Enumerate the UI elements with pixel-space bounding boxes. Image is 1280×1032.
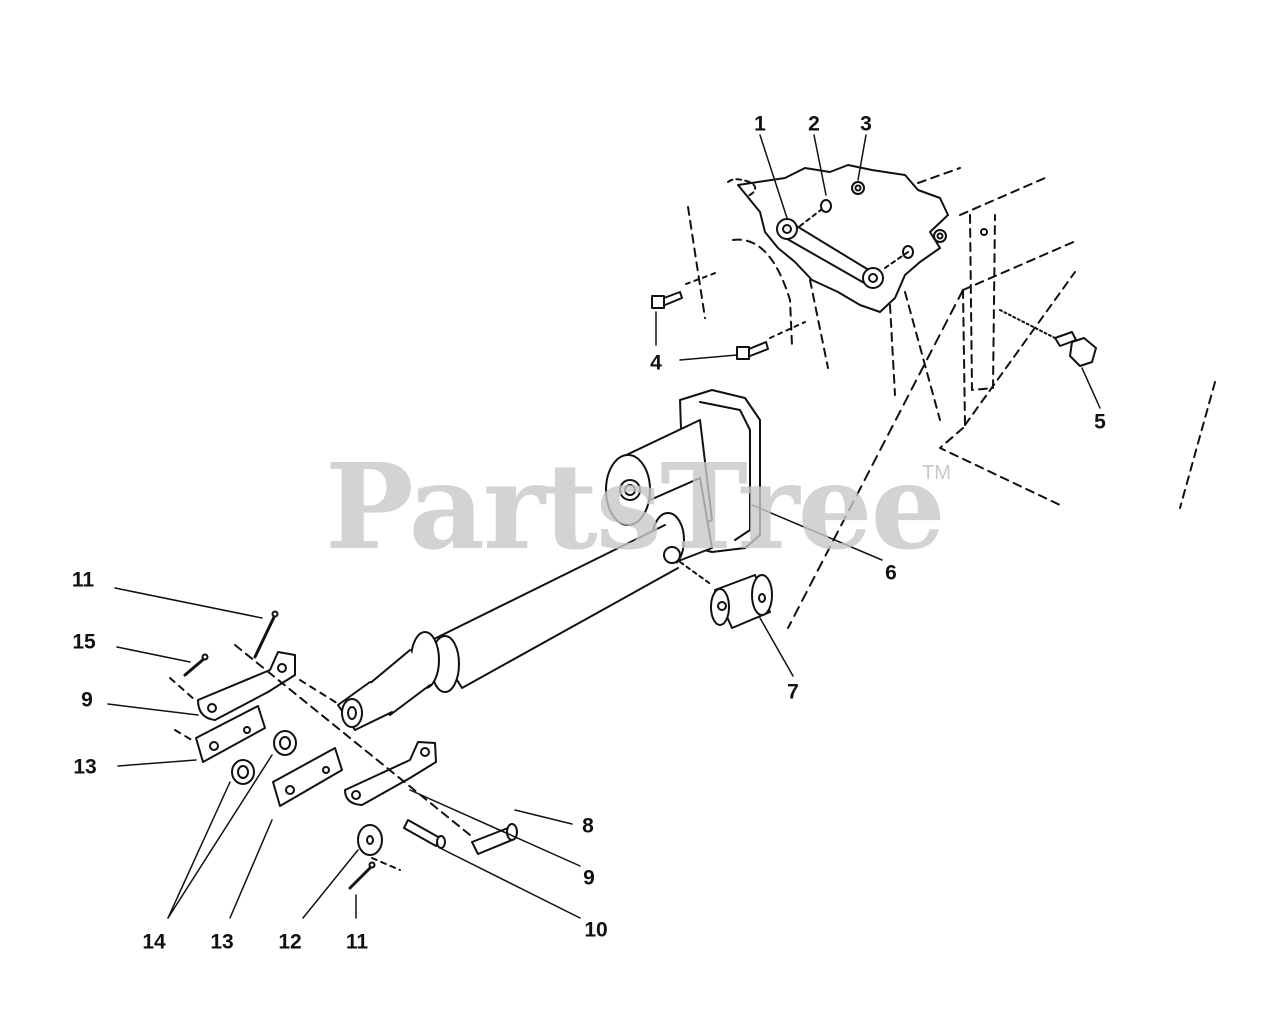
hex-bolt [999, 309, 1097, 367]
callout-4[interactable]: 4 [650, 351, 662, 375]
callout-9-lower[interactable]: 9 [583, 866, 595, 890]
link-arm [776, 181, 947, 289]
callout-12[interactable]: 12 [278, 930, 302, 954]
callout-14[interactable]: 14 [142, 930, 166, 954]
callout-9-upper[interactable]: 9 [81, 688, 93, 712]
watermark-logo: PartsTree [325, 437, 946, 576]
callout-11-upper[interactable]: 11 [71, 568, 95, 592]
trademark-mark: TM [922, 462, 951, 484]
callout-2[interactable]: 2 [808, 112, 820, 136]
callout-15[interactable]: 15 [72, 630, 96, 654]
leader-lines [107, 134, 1101, 919]
actuator-tube [337, 524, 681, 731]
bolt-pair [651, 271, 806, 360]
actuator-motor [605, 389, 761, 568]
callout-13-lower[interactable]: 13 [210, 930, 234, 954]
callout-3[interactable]: 3 [860, 112, 872, 136]
callout-6[interactable]: 6 [885, 561, 897, 585]
bracket-hardware [169, 610, 518, 890]
callout-11-lower[interactable]: 11 [345, 930, 369, 954]
callout-13-upper[interactable]: 13 [73, 755, 97, 779]
callout-7[interactable]: 7 [787, 680, 799, 704]
callout-8[interactable]: 8 [582, 814, 594, 838]
end-cap [679, 561, 773, 629]
callout-10[interactable]: 10 [584, 918, 608, 942]
callout-1[interactable]: 1 [754, 112, 766, 136]
callout-5[interactable]: 5 [1094, 410, 1106, 434]
frame-bracket [687, 164, 1216, 629]
